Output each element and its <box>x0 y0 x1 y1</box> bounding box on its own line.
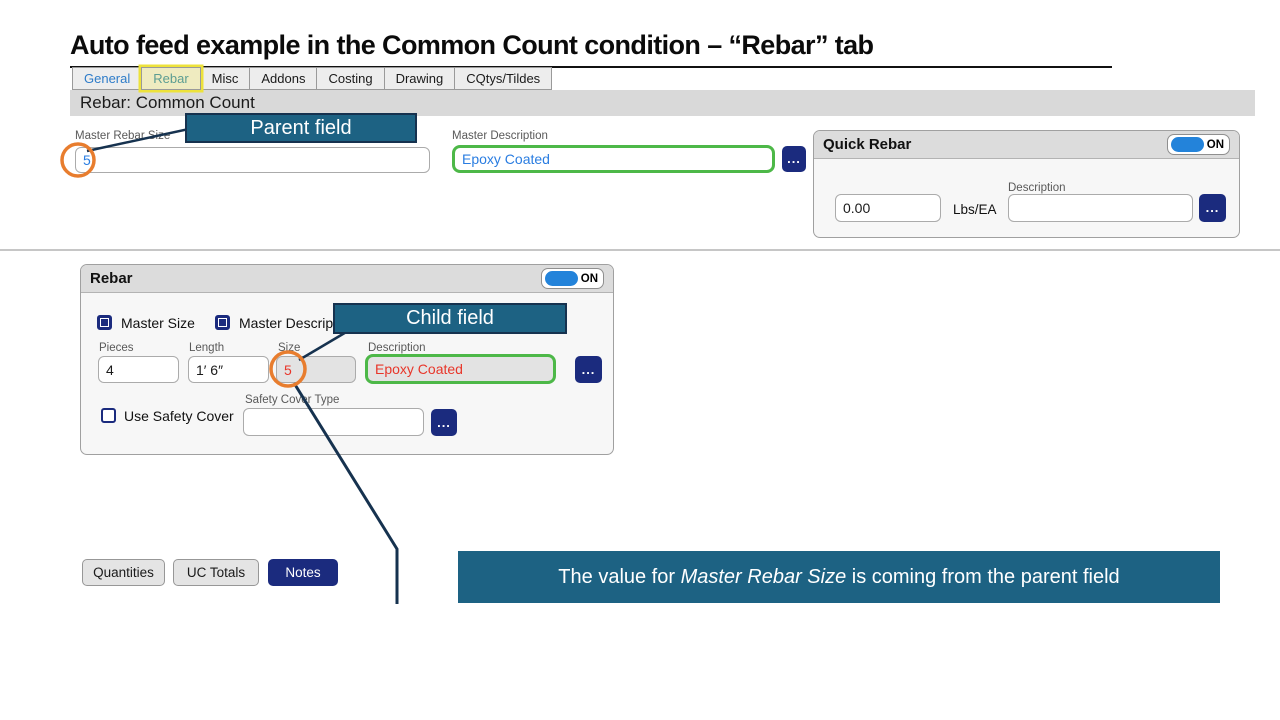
quick-rebar-panel: Quick Rebar ON Description Lbs/EA ... <box>813 130 1240 238</box>
safety-cover-type-label: Safety Cover Type <box>245 394 340 406</box>
notes-button[interactable]: Notes <box>268 559 338 586</box>
tab-bar: General Rebar Misc Addons Costing Drawin… <box>72 67 553 90</box>
explanation-prefix: The value for <box>558 565 681 588</box>
tab-rebar[interactable]: Rebar <box>141 67 201 90</box>
description-input[interactable] <box>365 354 556 384</box>
rebar-panel-header: Rebar ON <box>81 265 613 293</box>
toggle-knob-icon <box>544 271 578 286</box>
length-label: Length <box>189 342 225 354</box>
tab-general[interactable]: General <box>72 67 143 90</box>
use-safety-cover-checkbox[interactable] <box>101 408 116 423</box>
child-field-callout: Child field <box>333 303 567 334</box>
quantities-button[interactable]: Quantities <box>82 559 165 586</box>
rebar-panel-toggle-state: ON <box>580 272 598 285</box>
master-size-checkbox[interactable] <box>97 315 112 330</box>
pieces-label: Pieces <box>99 342 134 354</box>
quick-rebar-lbs-input[interactable] <box>835 194 941 222</box>
explanation-note: The value for Master Rebar Size is comin… <box>458 551 1220 603</box>
master-description-browse-button[interactable]: ... <box>782 146 806 172</box>
safety-cover-browse-button[interactable]: ... <box>431 409 457 436</box>
quick-rebar-lbs-unit: Lbs/EA <box>953 202 997 217</box>
tab-drawing[interactable]: Drawing <box>383 67 456 90</box>
section-divider <box>0 249 1280 251</box>
quick-rebar-browse-button[interactable]: ... <box>1199 194 1226 222</box>
length-input[interactable] <box>188 356 269 383</box>
quick-rebar-description-input[interactable] <box>1008 194 1193 222</box>
tab-costing[interactable]: Costing <box>316 67 385 90</box>
description-label: Description <box>368 342 426 354</box>
toggle-knob-icon <box>1170 137 1204 152</box>
master-description-input[interactable] <box>452 145 775 173</box>
quick-rebar-toggle[interactable]: ON <box>1166 134 1230 155</box>
description-browse-button[interactable]: ... <box>575 356 602 383</box>
master-rebar-size-label: Master Rebar Size <box>75 130 171 142</box>
quick-rebar-toggle-state: ON <box>1206 138 1224 151</box>
size-label: Size <box>278 342 301 354</box>
quick-rebar-title: Quick Rebar <box>823 136 912 153</box>
rebar-panel-toggle[interactable]: ON <box>540 268 604 289</box>
use-safety-cover-label: Use Safety Cover <box>124 408 234 424</box>
tab-addons[interactable]: Addons <box>249 67 318 90</box>
quick-rebar-header: Quick Rebar ON <box>814 131 1239 159</box>
master-description-checkbox[interactable] <box>215 315 230 330</box>
master-description-label: Master Description <box>452 130 548 142</box>
master-size-checkbox-label: Master Size <box>121 315 195 331</box>
pieces-input[interactable] <box>98 356 179 383</box>
master-rebar-size-input[interactable] <box>75 147 430 173</box>
explanation-suffix: is coming from the parent field <box>846 565 1120 588</box>
size-input[interactable] <box>276 356 356 383</box>
tab-cqtys-tildes[interactable]: CQtys/Tildes <box>454 67 553 90</box>
tab-misc[interactable]: Misc <box>199 67 251 90</box>
rebar-panel: Rebar ON Master Size Master Description … <box>80 264 614 455</box>
uc-totals-button[interactable]: UC Totals <box>173 559 259 586</box>
section-header: Rebar: Common Count <box>70 90 1255 116</box>
slide-title: Auto feed example in the Common Count co… <box>70 30 1112 68</box>
safety-cover-type-input[interactable] <box>243 408 424 436</box>
explanation-italic: Master Rebar Size <box>680 565 847 588</box>
quick-rebar-description-label: Description <box>1008 182 1066 194</box>
rebar-panel-title: Rebar <box>90 270 133 287</box>
parent-field-callout: Parent field <box>185 113 417 143</box>
master-description-checkbox-label: Master Description <box>239 315 356 331</box>
